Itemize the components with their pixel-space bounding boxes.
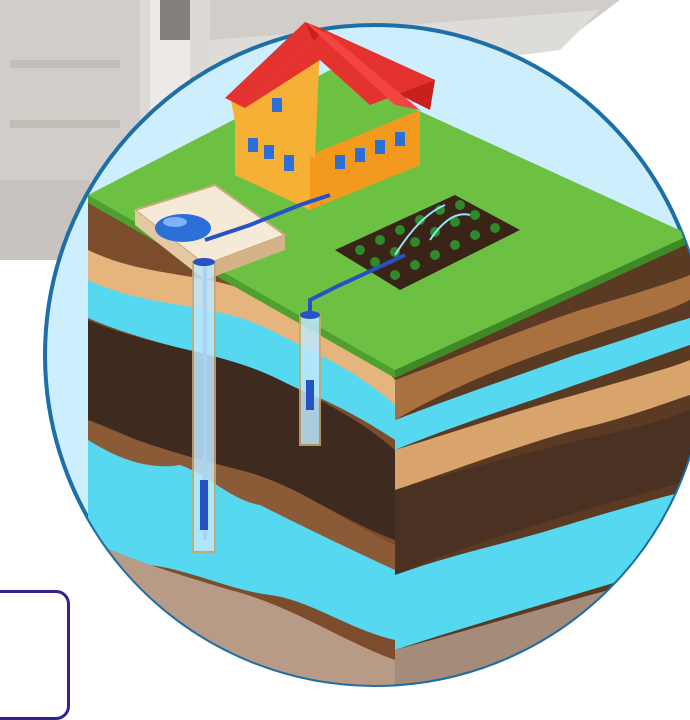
- layer-water-left: [88, 280, 395, 440]
- well-casing-left: [192, 258, 216, 553]
- layer-brown-right: [395, 410, 690, 575]
- well-casing-right: [299, 311, 321, 446]
- layer-aquifer-right: [395, 490, 690, 650]
- layer-sand-right: [395, 275, 690, 420]
- layer-dark-left: [88, 320, 395, 540]
- sprinkler-icon: [394, 204, 471, 256]
- well-water-illustration: [43, 22, 690, 687]
- layer-water-right: [395, 318, 690, 450]
- house-icon: [225, 22, 435, 210]
- pressure-tank-icon: [132, 183, 288, 280]
- layer-aquifer-left: [88, 440, 395, 640]
- layer-tan-right: [395, 360, 690, 490]
